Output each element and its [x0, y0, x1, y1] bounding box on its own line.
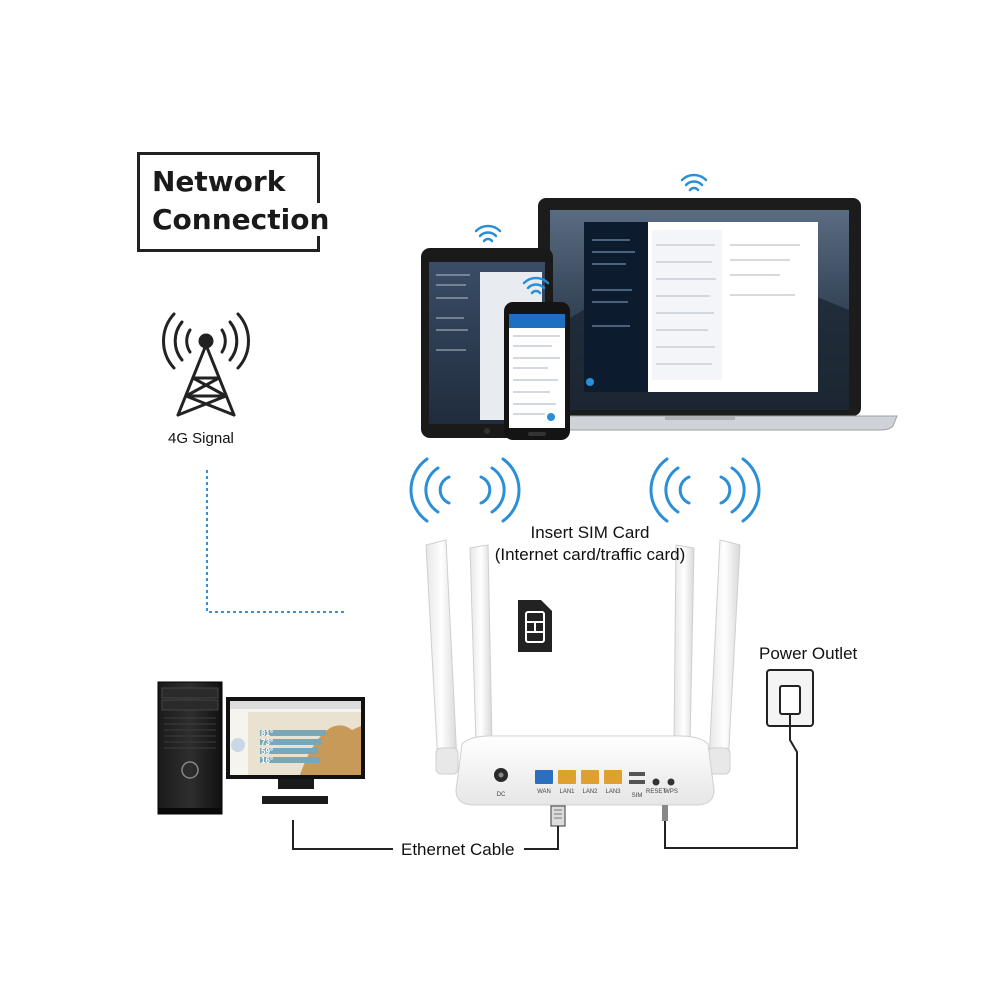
power-outlet-label: Power Outlet	[759, 644, 858, 663]
port-label: SIM	[632, 793, 643, 799]
wifi-icon	[680, 173, 708, 192]
port-label: RESET	[646, 789, 666, 795]
temp-value: 59°	[261, 747, 273, 756]
title-box: Network Connection	[137, 152, 334, 252]
ethernet-cable	[292, 820, 559, 850]
pc-tower	[157, 681, 223, 815]
sim-label-line1: Insert SIM Card	[530, 523, 650, 542]
title-line-1: Network	[152, 165, 290, 198]
temp-value: 81°	[261, 729, 273, 738]
monitor-temps: 81° 73° 59° 16°	[261, 729, 273, 765]
smartphone	[504, 302, 570, 440]
port-label: WPS	[664, 789, 678, 795]
power-cable	[664, 734, 798, 849]
wifi-icon	[522, 276, 550, 295]
antenna-waves-left	[409, 457, 521, 523]
ethernet-cable-label: Ethernet Cable	[401, 840, 515, 859]
ethernet-plug-icon	[550, 805, 566, 827]
temp-value: 73°	[261, 738, 273, 747]
power-plug	[662, 805, 668, 821]
signal-dashed-line	[206, 470, 345, 613]
port-label: LAN3	[605, 789, 621, 795]
port-label: DC	[497, 792, 506, 798]
sim-label-line2: (Internet card/traffic card)	[494, 545, 686, 564]
port-label: WAN	[537, 789, 551, 795]
signal-label: 4G Signal	[168, 430, 234, 447]
router-port-labels: DC WAN LAN1 LAN2 LAN3 SIM RESET WPS	[497, 789, 678, 799]
port-label: LAN2	[582, 789, 598, 795]
antenna-waves-right	[649, 457, 761, 523]
router	[425, 539, 741, 806]
temp-value: 16°	[261, 756, 273, 765]
sim-card-icon	[518, 600, 552, 652]
laptop	[504, 198, 898, 431]
power-socket-icon	[766, 669, 814, 734]
tower-icon	[162, 312, 250, 417]
wifi-icon	[474, 224, 502, 243]
port-label: LAN1	[559, 789, 575, 795]
monitor	[226, 697, 365, 804]
title-line-2: Connection	[152, 203, 334, 236]
